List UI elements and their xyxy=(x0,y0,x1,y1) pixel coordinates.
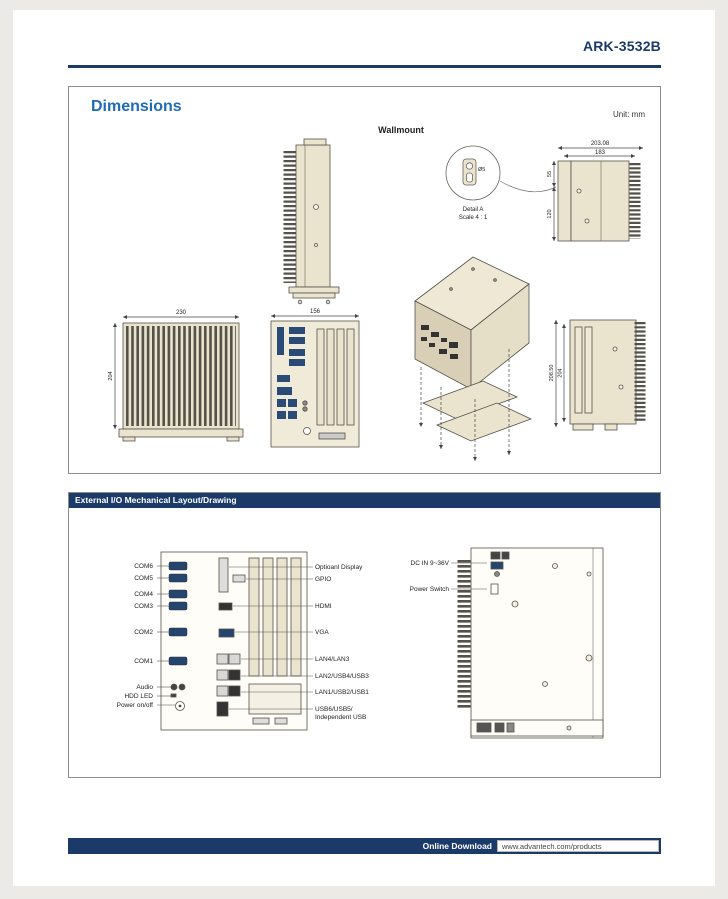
io-section: External I/O Mechanical Layout/Drawing xyxy=(68,492,661,778)
io-section-title: External I/O Mechanical Layout/Drawing xyxy=(69,493,660,508)
label-usb6-usb5: USB6/USB5/ xyxy=(315,706,353,713)
label-lan1-usb2-usb1: LAN1/USB2/USB1 xyxy=(315,689,369,696)
wallmount-rear-dims: 203.08 183 55 120 xyxy=(547,141,643,241)
front-view-dims: 230 204 xyxy=(108,310,239,429)
label-lan4-lan3: LAN4/LAN3 xyxy=(315,656,350,663)
label-dc-in: DC IN 9~36V xyxy=(411,560,450,567)
label-vga: VGA xyxy=(315,629,329,636)
wallmount-rear-view-drawing xyxy=(557,160,641,242)
product-title: ARK-3532B xyxy=(582,38,661,54)
label-com2: COM2 xyxy=(134,629,153,636)
side-view-dims: 208.50 204 xyxy=(549,320,567,427)
front-panel-right-labels: Optioanl Display GPIO HDMI VGA LAN4/LAN3… xyxy=(229,564,369,721)
io-drawings: COM6 COM5 COM4 COM3 COM2 COM1 Audio HDD … xyxy=(117,547,604,739)
label-audio: Audio xyxy=(136,684,153,691)
side-view-labels: DC IN 9~36V Power Switch xyxy=(410,560,487,593)
dim-side-height: 204 xyxy=(558,368,564,377)
online-download-label: Online Download xyxy=(422,841,492,851)
dimensions-section: Dimensions Unit: mm Wallmount xyxy=(68,86,661,474)
header-rule xyxy=(68,65,661,68)
label-gpio: GPIO xyxy=(315,576,331,583)
dim-side-total: 208.50 xyxy=(549,365,555,382)
wallmount-side-view-drawing xyxy=(283,138,340,305)
label-power-onoff: Power on/off xyxy=(117,702,154,709)
label-com1: COM1 xyxy=(134,658,153,665)
label-com4: COM4 xyxy=(134,591,153,598)
detail-hole-dim: Ø5 xyxy=(478,167,485,173)
label-com5: COM5 xyxy=(134,575,153,582)
dim-depth: 156 xyxy=(310,309,321,315)
dim-front-height: 204 xyxy=(108,371,114,380)
unit-label: Unit: mm xyxy=(613,110,645,119)
detail-a-scale: Scale 4 : 1 xyxy=(459,215,488,221)
front-panel-left-labels: COM6 COM5 COM4 COM3 COM2 COM1 Audio HDD … xyxy=(117,563,175,709)
dim-top-width: 203.08 xyxy=(591,141,610,147)
dim-hole-span: 183 xyxy=(595,150,606,156)
dim-front-width: 230 xyxy=(176,310,187,316)
label-com3: COM3 xyxy=(134,603,153,610)
rear-view-drawing xyxy=(270,320,360,448)
dimensions-drawings: Wallmount Ø5 xyxy=(108,125,646,461)
label-hdmi: HDMI xyxy=(315,603,332,610)
label-independent-usb: Independent USB xyxy=(315,714,366,721)
wallmount-label: Wallmount xyxy=(378,125,424,135)
datasheet-page: ARK-3532B Dimensions Unit: mm Wallmount xyxy=(13,10,715,886)
front-view-drawing xyxy=(118,322,244,442)
front-io-panel-drawing xyxy=(160,551,308,731)
isometric-exploded-view xyxy=(414,256,533,461)
dim-top-offset: 55 xyxy=(547,171,553,177)
side-view-drawing xyxy=(569,319,646,431)
dim-side-mid: 120 xyxy=(547,209,553,218)
label-optional-display: Optioanl Display xyxy=(315,564,363,571)
label-hdd-led: HDD LED xyxy=(124,693,153,700)
detail-a-label: Detail A xyxy=(463,207,484,213)
footer-bar: Online Download www.advantech.com/produc… xyxy=(68,838,661,854)
website-url[interactable]: www.advantech.com/products xyxy=(497,840,659,852)
detail-a-callout: Ø5 Detail A Scale 4 : 1 xyxy=(445,145,557,221)
rear-view-dims: 156 xyxy=(271,309,359,319)
label-power-switch: Power Switch xyxy=(410,586,450,593)
side-io-view-drawing xyxy=(457,547,604,739)
dimensions-title: Dimensions xyxy=(91,98,182,115)
label-com6: COM6 xyxy=(134,563,153,570)
label-lan2-usb4-usb3: LAN2/USB4/USB3 xyxy=(315,673,369,680)
